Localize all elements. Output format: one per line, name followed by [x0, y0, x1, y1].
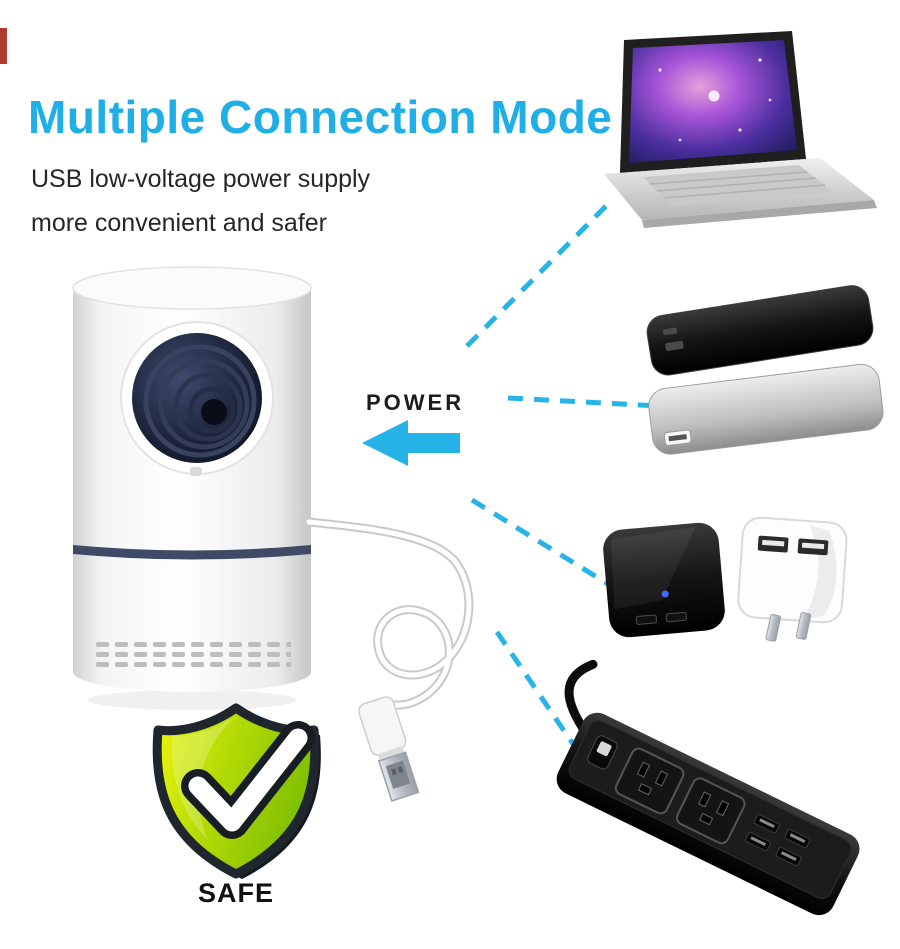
safe-shield-icon: [152, 703, 321, 879]
apple-logo-icon: [708, 90, 720, 102]
power-arrow-icon: [362, 420, 460, 466]
edge-artifact: [0, 28, 7, 64]
laptop-icon: [604, 31, 877, 228]
usb-cable-icon: [304, 517, 474, 802]
dashed-line-power-bank: [507, 395, 661, 409]
mosquito-lamp-icon: [72, 266, 312, 710]
power-strip-icon: [556, 659, 860, 916]
power-banks-icon: [646, 285, 884, 455]
checkmark-icon: [188, 728, 308, 832]
socket-1: [614, 747, 685, 815]
subtitle: USB low-voltage power supply more conven…: [31, 158, 370, 246]
dashed-line-power-strip: [494, 630, 576, 746]
subtitle-line-2: more convenient and safer: [31, 208, 328, 237]
white-usb-charger-icon: [737, 516, 848, 642]
dashed-line-laptop: [465, 202, 610, 348]
dashed-connector-lines: [465, 202, 661, 746]
safe-label: SAFE: [197, 878, 274, 908]
power-bank-black-icon: [646, 285, 874, 376]
power-label: POWER: [366, 390, 465, 415]
usb-chargers-icon: [603, 516, 848, 642]
lamp-vents: [96, 640, 291, 670]
dashed-line-usb-charger: [470, 497, 610, 587]
usb-plug-icon: [358, 696, 420, 802]
strip-usb-ports: [745, 814, 811, 867]
page-title: Multiple Connection Mode: [28, 91, 613, 143]
socket-2: [675, 777, 746, 845]
subtitle-line-1: USB low-voltage power supply: [31, 165, 371, 193]
black-usb-charger-icon: [603, 522, 725, 638]
power-bank-silver-icon: [648, 363, 884, 455]
